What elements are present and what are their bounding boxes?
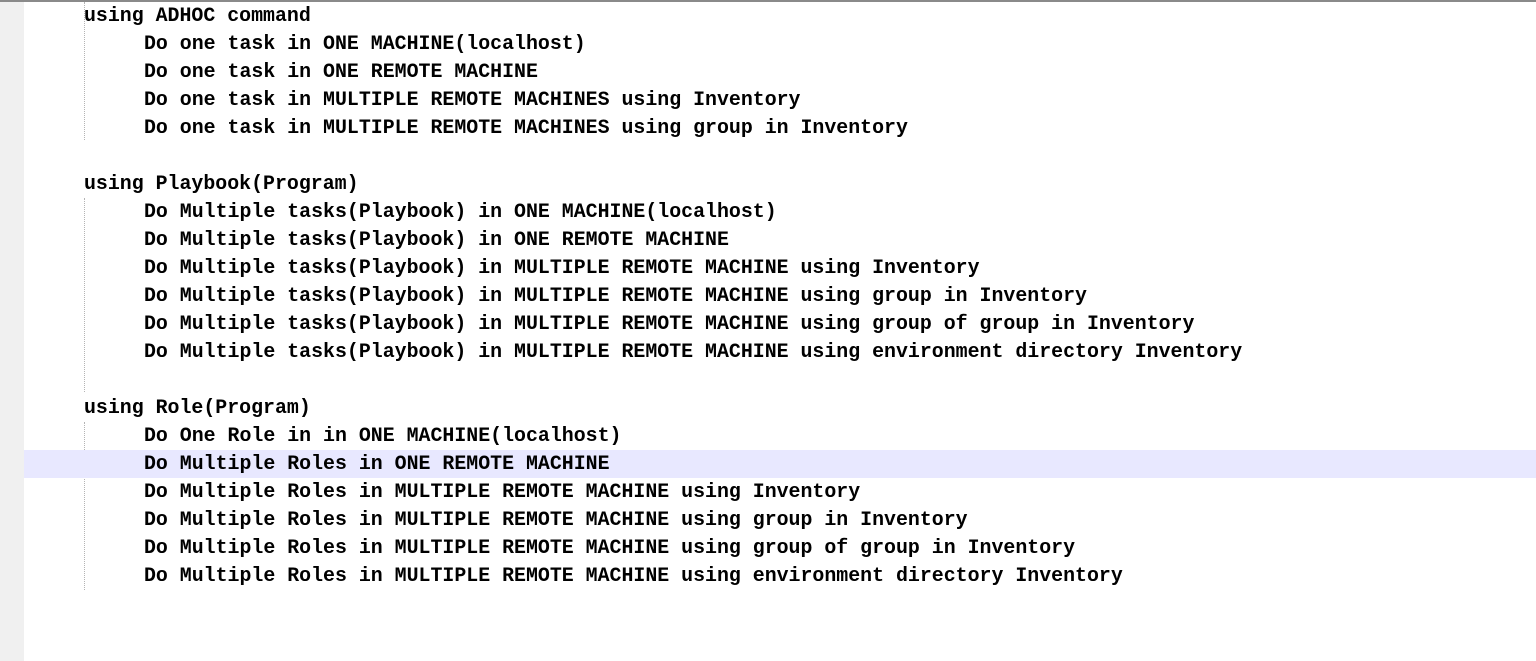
editor-line-current[interactable]: Do Multiple Roles in ONE REMOTE MACHINE xyxy=(24,450,1536,478)
editor-line[interactable] xyxy=(24,142,1536,170)
editor-gutter[interactable] xyxy=(0,2,24,661)
window-top-border xyxy=(0,0,1536,2)
editor-line[interactable]: Do Multiple Roles in MULTIPLE REMOTE MAC… xyxy=(144,564,1123,587)
editor-line[interactable]: Do Multiple Roles in MULTIPLE REMOTE MAC… xyxy=(144,480,861,503)
editor-line[interactable]: using ADHOC command xyxy=(84,4,311,27)
editor-line[interactable]: Do one task in MULTIPLE REMOTE MACHINES … xyxy=(144,116,908,139)
editor-line[interactable]: Do Multiple tasks(Playbook) in ONE REMOT… xyxy=(144,228,729,251)
indent-guide xyxy=(84,2,85,140)
editor-line[interactable]: Do One Role in in ONE MACHINE(localhost) xyxy=(144,424,622,447)
editor-line[interactable]: Do one task in ONE MACHINE(localhost) xyxy=(144,32,586,55)
editor-line[interactable]: Do one task in ONE REMOTE MACHINE xyxy=(144,60,538,83)
editor-line[interactable] xyxy=(24,366,1536,394)
editor-line[interactable]: Do Multiple tasks(Playbook) in MULTIPLE … xyxy=(144,312,1195,335)
editor-line[interactable]: Do Multiple Roles in MULTIPLE REMOTE MAC… xyxy=(144,508,968,531)
editor-line[interactable]: Do one task in MULTIPLE REMOTE MACHINES … xyxy=(144,88,801,111)
editor-line[interactable]: using Playbook(Program) xyxy=(84,172,359,195)
text-editor[interactable]: using ADHOC command Do one task in ONE M… xyxy=(24,2,1536,661)
editor-line[interactable]: using Role(Program) xyxy=(84,396,311,419)
editor-line[interactable]: Do Multiple tasks(Playbook) in ONE MACHI… xyxy=(144,200,777,223)
indent-guide xyxy=(84,198,85,392)
editor-line[interactable]: Do Multiple tasks(Playbook) in MULTIPLE … xyxy=(144,256,980,279)
indent-guide xyxy=(84,422,85,590)
editor-line[interactable]: Do Multiple tasks(Playbook) in MULTIPLE … xyxy=(144,284,1087,307)
editor-line[interactable]: Do Multiple Roles in MULTIPLE REMOTE MAC… xyxy=(144,536,1076,559)
editor-line[interactable]: Do Multiple tasks(Playbook) in MULTIPLE … xyxy=(144,340,1243,363)
